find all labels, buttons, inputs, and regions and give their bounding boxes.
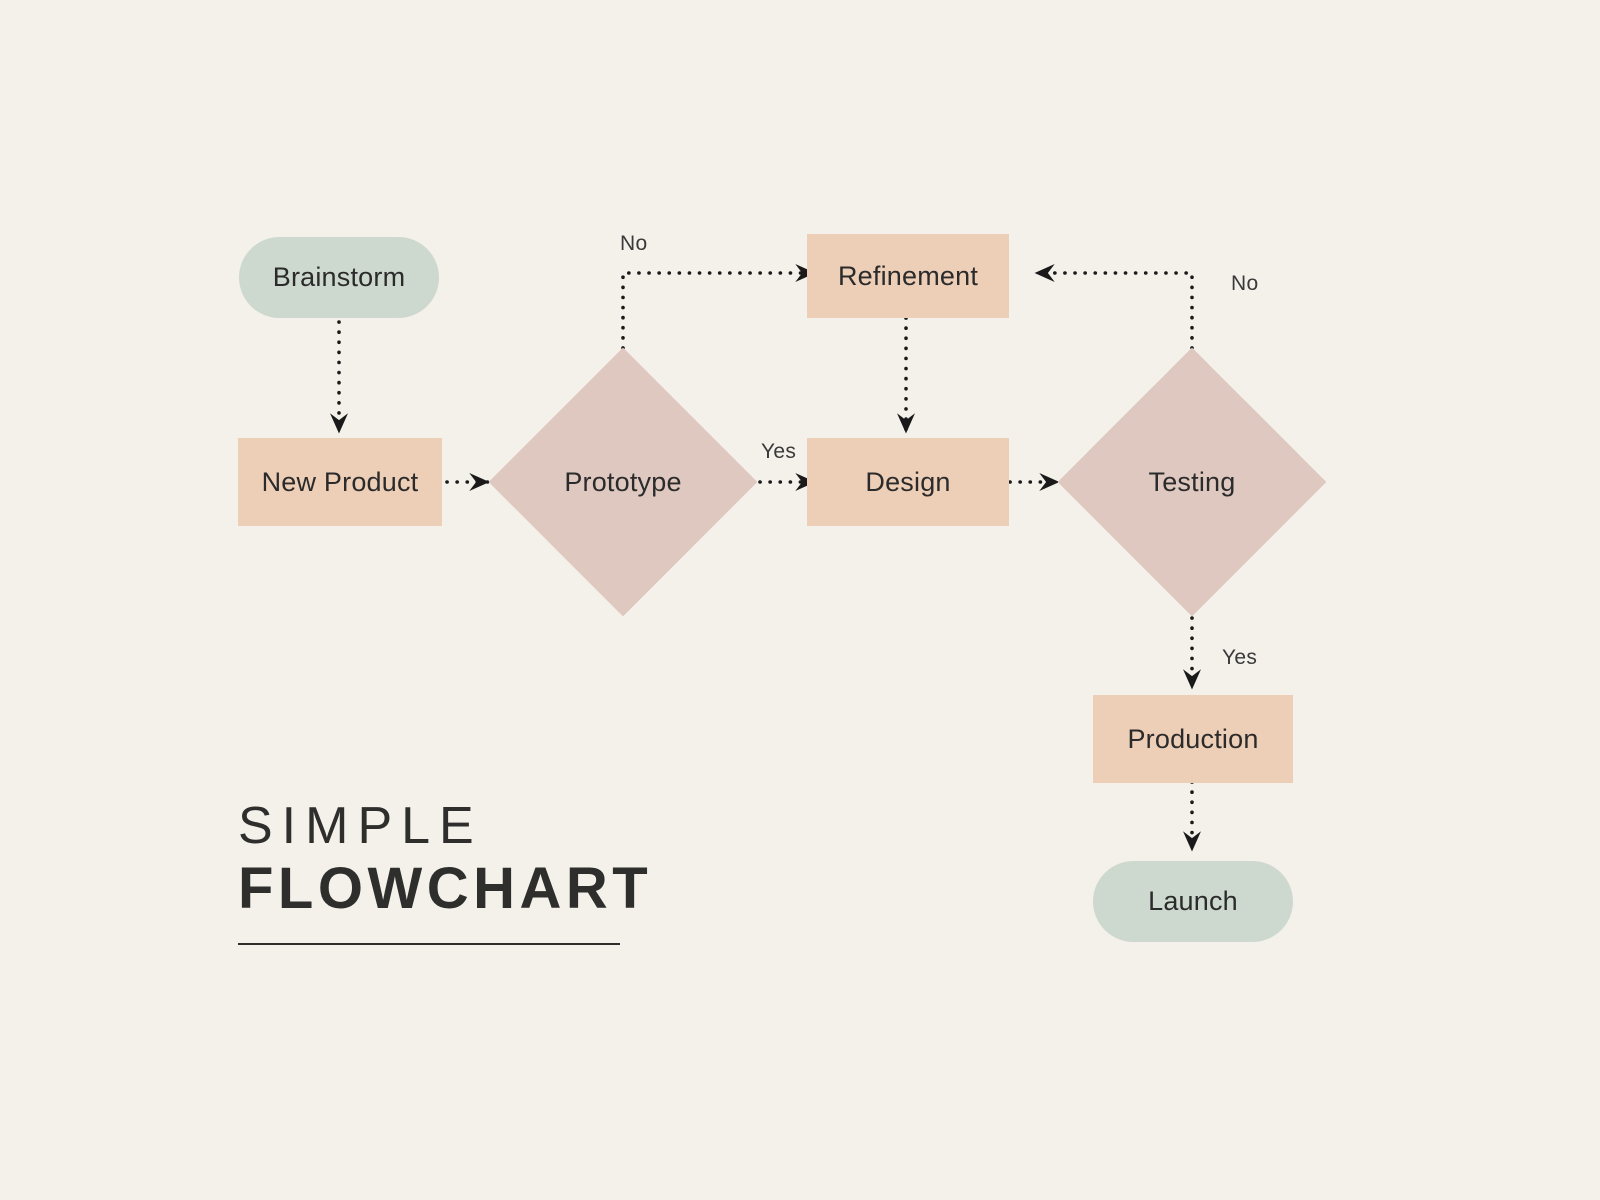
node-production-label: Production <box>1127 723 1259 754</box>
title-line-flowchart: FLOWCHART <box>238 856 653 922</box>
node-design[interactable]: Design <box>807 438 1009 526</box>
edge-prototype-to-refinement <box>621 264 816 350</box>
edge-testing-to-refinement <box>1034 264 1194 350</box>
node-design-label: Design <box>865 466 951 497</box>
edge-label-prototype-yes: Yes <box>761 440 797 463</box>
node-launch-label: Launch <box>1148 886 1238 916</box>
edge-label-testing-no: No <box>1231 272 1259 295</box>
title-underline-rule <box>238 942 620 945</box>
node-refinement-label: Refinement <box>837 260 979 291</box>
node-testing[interactable]: Testing <box>1057 347 1327 617</box>
title-block: SIMPLE FLOWCHART <box>238 798 652 945</box>
node-launch[interactable]: Launch <box>1093 861 1293 942</box>
title-line-simple: SIMPLE <box>238 797 483 855</box>
node-refinement[interactable]: Refinement <box>807 234 1009 318</box>
node-production[interactable]: Production <box>1093 695 1293 783</box>
node-brainstorm[interactable]: Brainstorm <box>239 237 439 318</box>
node-new-product-label: New Product <box>261 466 419 497</box>
node-prototype-label: Prototype <box>564 466 682 497</box>
node-brainstorm-label: Brainstorm <box>272 262 406 292</box>
node-testing-label: Testing <box>1148 466 1236 497</box>
node-prototype[interactable]: Prototype <box>488 347 758 617</box>
edge-label-prototype-no: No <box>620 232 648 255</box>
edge-label-testing-yes: Yes <box>1222 646 1258 669</box>
node-new-product[interactable]: New Product <box>238 438 442 526</box>
